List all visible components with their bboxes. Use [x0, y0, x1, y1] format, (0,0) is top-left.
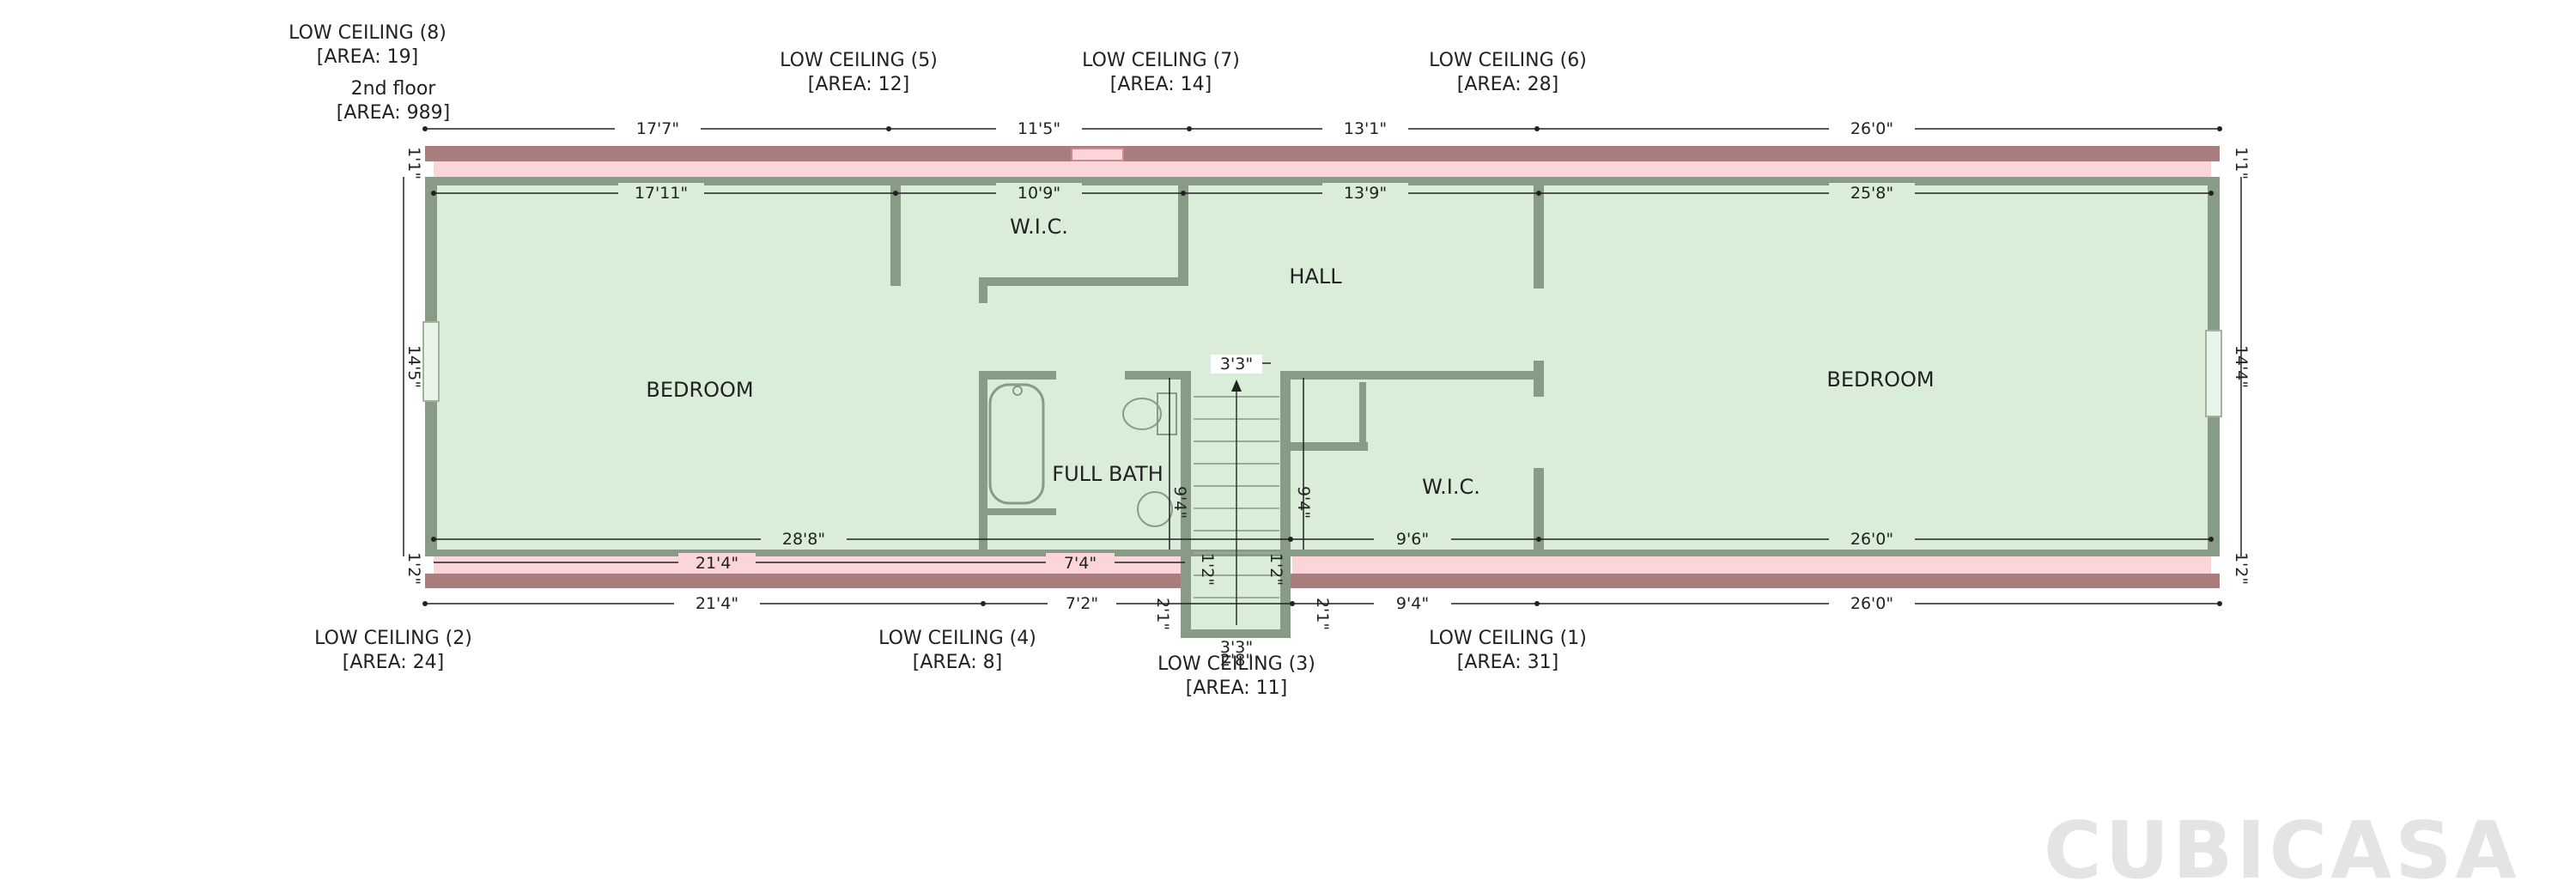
dim-stair-width: 3'3"	[1220, 355, 1253, 374]
dim-bottom-inner-1: 28'8"	[782, 530, 825, 549]
dim-top-outer-2: 11'5"	[1018, 119, 1060, 138]
dim-left-height: 14'5"	[404, 345, 423, 388]
dim-bottom-low-2: 7'4"	[1064, 554, 1097, 573]
dim-wic-height: 9'4"	[1294, 486, 1313, 519]
dim-stair-low-right: 2'1"	[1313, 598, 1332, 630]
dim-bottom-outer-3: 9'4"	[1396, 594, 1429, 613]
low-ceiling-5-title: LOW CEILING (5)	[780, 50, 938, 71]
dim-bottom-inner-3: 26'0"	[1850, 530, 1893, 549]
wall-wic-right	[1178, 185, 1188, 286]
dim-top-outer-3: 13'1"	[1344, 119, 1387, 138]
dim-stair-bottom: 3'3"	[1220, 638, 1253, 657]
dim-top-inner-4: 25'8"	[1850, 184, 1893, 203]
wall-wic2-shelf	[1291, 442, 1368, 451]
room-bedroom-left: BEDROOM	[646, 378, 753, 402]
dim-stair-side-left: 1'2"	[1198, 553, 1217, 586]
wall-stair-left	[1181, 371, 1191, 637]
wall-wic-bottom	[979, 277, 1188, 286]
wall-top	[434, 177, 2211, 185]
dim-top-inner-2: 10'9"	[1018, 184, 1060, 203]
wall-bedroom-right-bottom	[1534, 468, 1544, 554]
low-ceiling-3-title: LOW CEILING (3)	[1157, 653, 1315, 675]
toilet-bowl-icon	[1122, 398, 1162, 430]
room-full-bath: FULL BATH	[1052, 462, 1163, 486]
dim-left-bottom-small: 1'2"	[404, 552, 423, 585]
dim-bottom-outer-4: 26'0"	[1850, 594, 1893, 613]
low-ceiling-2-title: LOW CEILING (2)	[314, 628, 472, 649]
bathtub	[988, 383, 1045, 505]
cubicasa-logo: CUBICASA	[2044, 805, 2520, 893]
low-ceiling-7-title: LOW CEILING (7)	[1082, 50, 1240, 71]
low-ceiling-strip-bottom-right	[1292, 556, 2211, 574]
dim-top-inner-1: 17'11"	[635, 184, 688, 203]
wall-wic-left	[890, 185, 901, 286]
dim-top-inner-3: 13'9"	[1344, 184, 1387, 203]
floor-name: 2nd floor	[351, 78, 437, 100]
low-ceiling-8-area: [AREA: 19]	[317, 46, 418, 68]
low-ceiling-2-area: [AREA: 24]	[343, 652, 444, 673]
low-ceiling-3-area: [AREA: 11]	[1186, 677, 1287, 699]
exterior-band-top	[425, 146, 2220, 161]
wall-bath-tub-ledge	[987, 508, 1056, 515]
dim-top-outer-1: 17'7"	[636, 119, 679, 138]
low-ceiling-5-area: [AREA: 12]	[808, 74, 909, 95]
low-ceiling-1-title: LOW CEILING (1)	[1429, 628, 1587, 649]
low-ceiling-8-title: LOW CEILING (8)	[289, 22, 447, 44]
exterior-band-bottom	[425, 574, 2220, 588]
low-ceiling-strip-bottom-left	[434, 556, 1189, 574]
wall-stair-bottom	[1181, 629, 1291, 638]
room-bedroom-right: BEDROOM	[1826, 368, 1934, 392]
dim-bottom-low-1: 21'4"	[696, 554, 738, 573]
dim-bath-height: 9'4"	[1170, 486, 1189, 519]
dimension-ticks	[422, 126, 2222, 606]
room-wic-top: W.I.C.	[1010, 215, 1068, 239]
sink-icon	[1137, 491, 1173, 527]
dim-left-top-small: 1'1"	[404, 147, 423, 179]
dim-top-outer-4: 26'0"	[1850, 119, 1893, 138]
wall-bath-top-right	[1125, 371, 1189, 380]
low-ceiling-6-area: [AREA: 28]	[1457, 74, 1558, 95]
dim-stair-side-right: 1'2"	[1267, 553, 1285, 586]
dim-bottom-outer-1: 21'4"	[696, 594, 738, 613]
window-top	[1071, 148, 1124, 161]
wall-wic2-shelf-end	[1359, 382, 1366, 451]
stair-arrow-icon	[1231, 380, 1242, 392]
wall-bedroom-right-top	[1534, 185, 1544, 289]
toilet-tank	[1157, 392, 1177, 435]
dim-bottom-inner-2: 9'6"	[1396, 530, 1429, 549]
wall-bath-left	[979, 277, 987, 303]
wall-bottom	[434, 550, 2211, 556]
dim-stair-low-left: 2'1"	[1153, 598, 1172, 630]
low-ceiling-strip-top	[434, 161, 2211, 177]
low-ceiling-7-area: [AREA: 14]	[1110, 74, 1212, 95]
window-right	[2205, 330, 2222, 417]
dim-bottom-outer-2: 7'2"	[1066, 594, 1098, 613]
low-ceiling-1-area: [AREA: 31]	[1457, 652, 1558, 673]
wall-wic2-top	[1291, 371, 1540, 380]
dim-right-bottom-small: 1'2"	[2232, 552, 2251, 585]
room-hall: HALL	[1289, 264, 1342, 289]
wall-bath-left-lower	[979, 371, 987, 554]
low-ceiling-6-title: LOW CEILING (6)	[1429, 50, 1587, 71]
tub-drain-icon	[1012, 386, 1023, 396]
wall-bath-top	[987, 371, 1056, 380]
window-left	[422, 321, 440, 402]
dim-right-height: 14'4"	[2232, 345, 2251, 388]
dim-right-top-small: 1'1"	[2232, 147, 2251, 179]
wall-stair-right	[1280, 371, 1291, 637]
floor-area	[434, 177, 2211, 556]
floor-area-label: [AREA: 989]	[337, 102, 450, 124]
low-ceiling-4-title: LOW CEILING (4)	[878, 628, 1036, 649]
dim-stair-bottom-2: 2'8"	[1220, 651, 1253, 670]
room-wic-bottom: W.I.C.	[1422, 475, 1480, 499]
low-ceiling-4-area: [AREA: 8]	[913, 652, 1002, 673]
